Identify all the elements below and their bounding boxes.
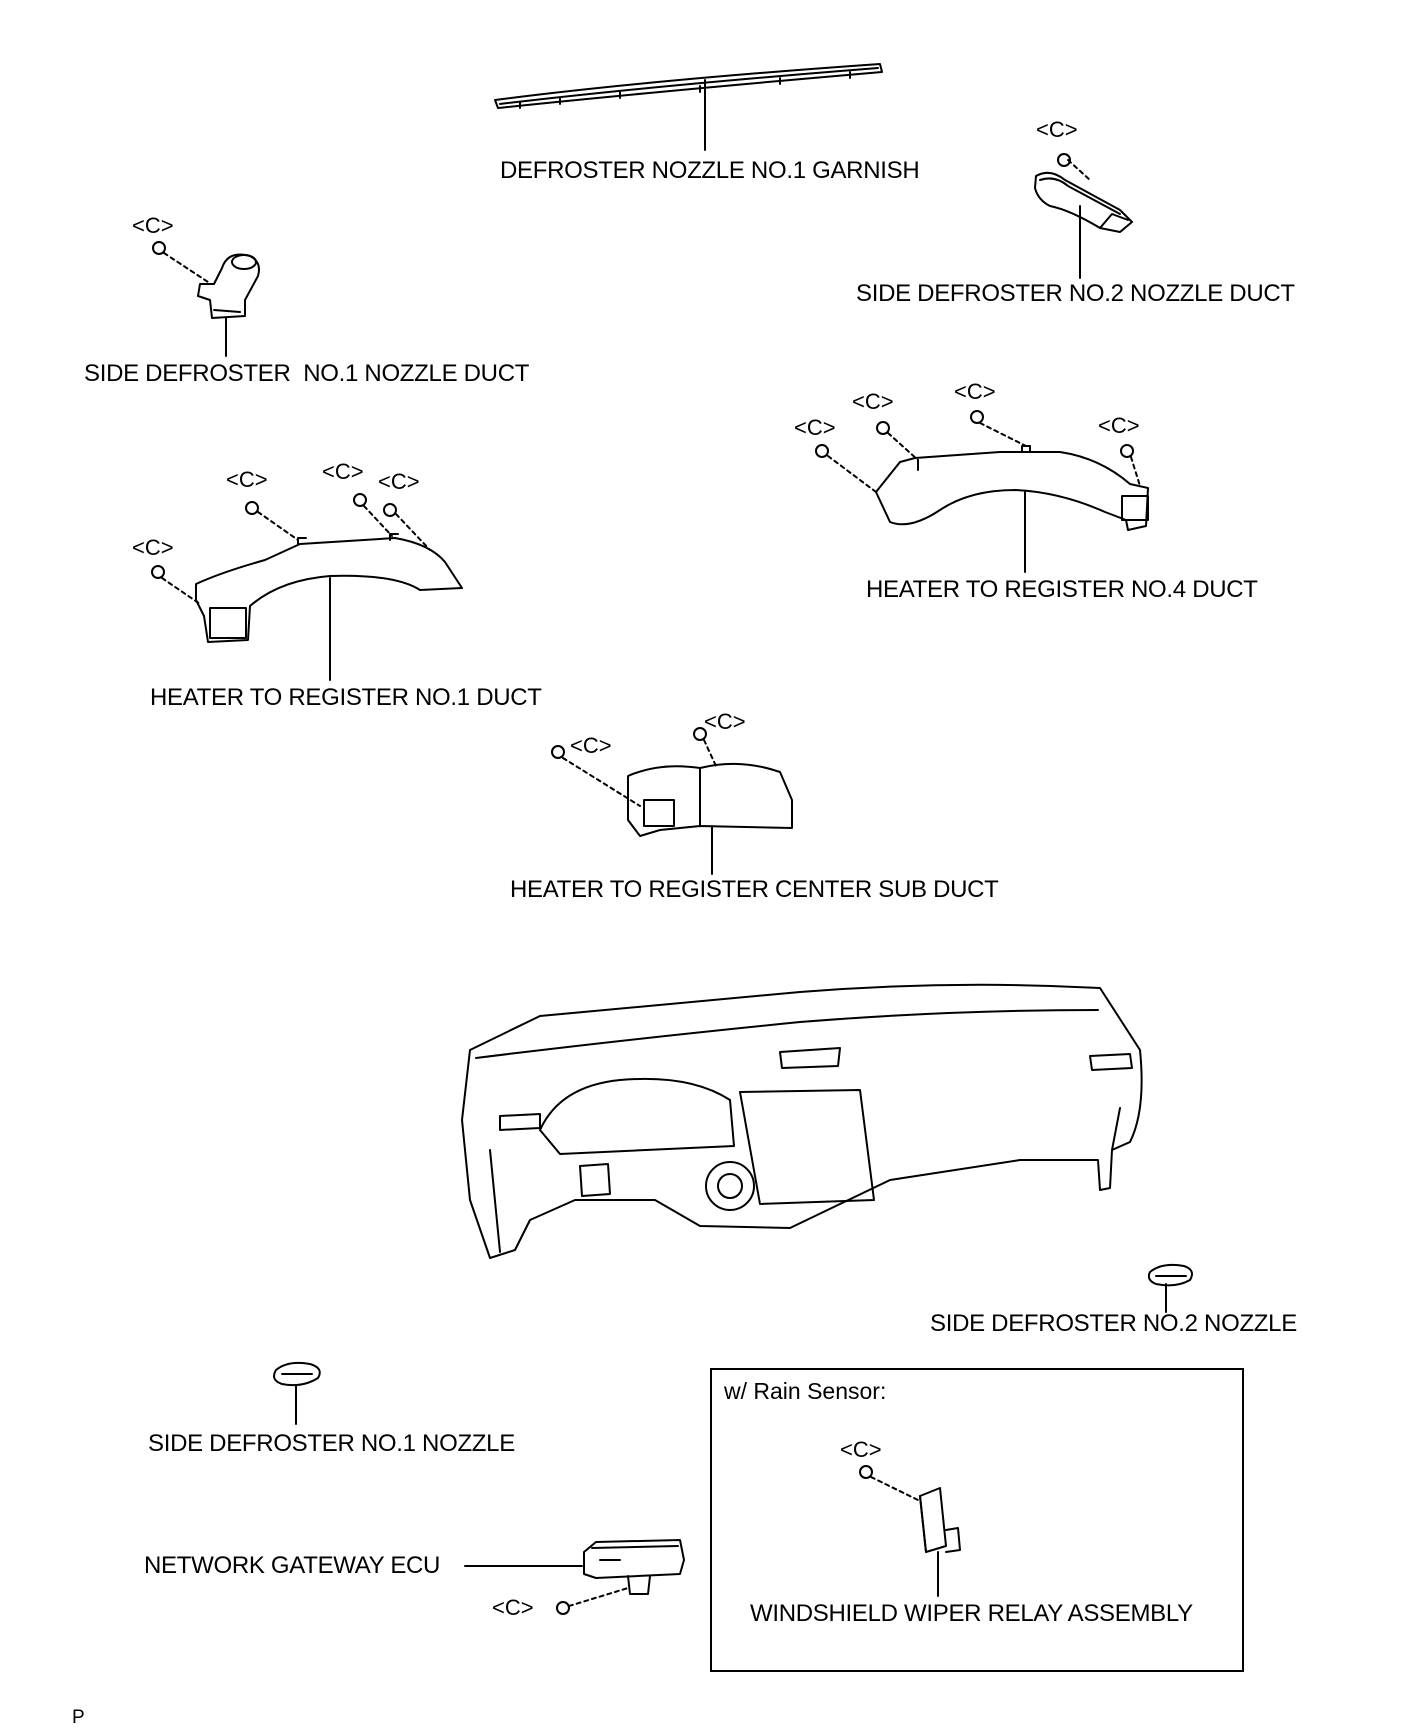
fastener-mark: <C> [794,415,836,440]
heater-register-no1-duct-part [151,493,463,643]
instrument-panel-part [461,983,1143,1259]
windshield-wiper-relay-part [859,1465,961,1553]
heater-register-no1-duct-label: HEATER TO REGISTER NO.1 DUCT [150,684,542,711]
fastener-mark: <C> [322,459,364,484]
side-defroster-no1-duct-label: SIDE DEFROSTER NO.1 NOZZLE DUCT [84,360,530,387]
fastener-mark: <C> [132,535,174,560]
side-defroster-no2-duct-label: SIDE DEFROSTER NO.2 NOZZLE DUCT [856,280,1295,307]
side-defroster-no2-nozzle-label: SIDE DEFROSTER NO.2 NOZZLE [930,1310,1297,1337]
rain-sensor-box: w/ Rain Sensor: <C> WINDSHIELD WIPER REL… [710,1368,1244,1672]
rain-sensor-box-title: w/ Rain Sensor: [724,1378,887,1404]
fastener-mark: <C> [1098,413,1140,438]
fastener-mark: <C> [226,467,268,492]
defroster-nozzle-garnish-part [494,63,883,109]
side-defroster-no1-duct-part [152,241,260,319]
fastener-mark: <C> [1036,117,1078,142]
network-gateway-ecu-part [556,1539,685,1615]
windshield-wiper-relay-label: WINDSHIELD WIPER RELAY ASSEMBLY [750,1600,1193,1627]
fastener-mark: <C> [492,1595,534,1620]
fastener-mark: <C> [378,469,420,494]
side-defroster-no2-duct-part [1034,153,1133,233]
fastener-mark: <C> [954,379,996,404]
fastener-mark: <C> [840,1437,882,1462]
network-gateway-ecu-label: NETWORK GATEWAY ECU [144,1552,441,1579]
fastener-mark: <C> [852,389,894,414]
side-defroster-no1-nozzle-label: SIDE DEFROSTER NO.1 NOZZLE [148,1430,515,1457]
defroster-nozzle-garnish-label: DEFROSTER NOZZLE NO.1 GARNISH [500,157,920,184]
center-sub-duct-label: HEATER TO REGISTER CENTER SUB DUCT [510,876,999,903]
heater-register-no4-duct-label: HEATER TO REGISTER NO.4 DUCT [866,576,1258,603]
fastener-mark: <C> [132,213,174,238]
side-defroster-no2-nozzle-part [1147,1263,1193,1287]
fastener-mark: <C> [704,709,746,734]
corner-mark: P [72,1707,85,1728]
center-sub-duct-part [551,727,793,837]
heater-register-no4-duct-part [815,410,1149,531]
side-defroster-no1-nozzle-part [273,1361,321,1387]
fastener-mark: <C> [570,733,612,758]
